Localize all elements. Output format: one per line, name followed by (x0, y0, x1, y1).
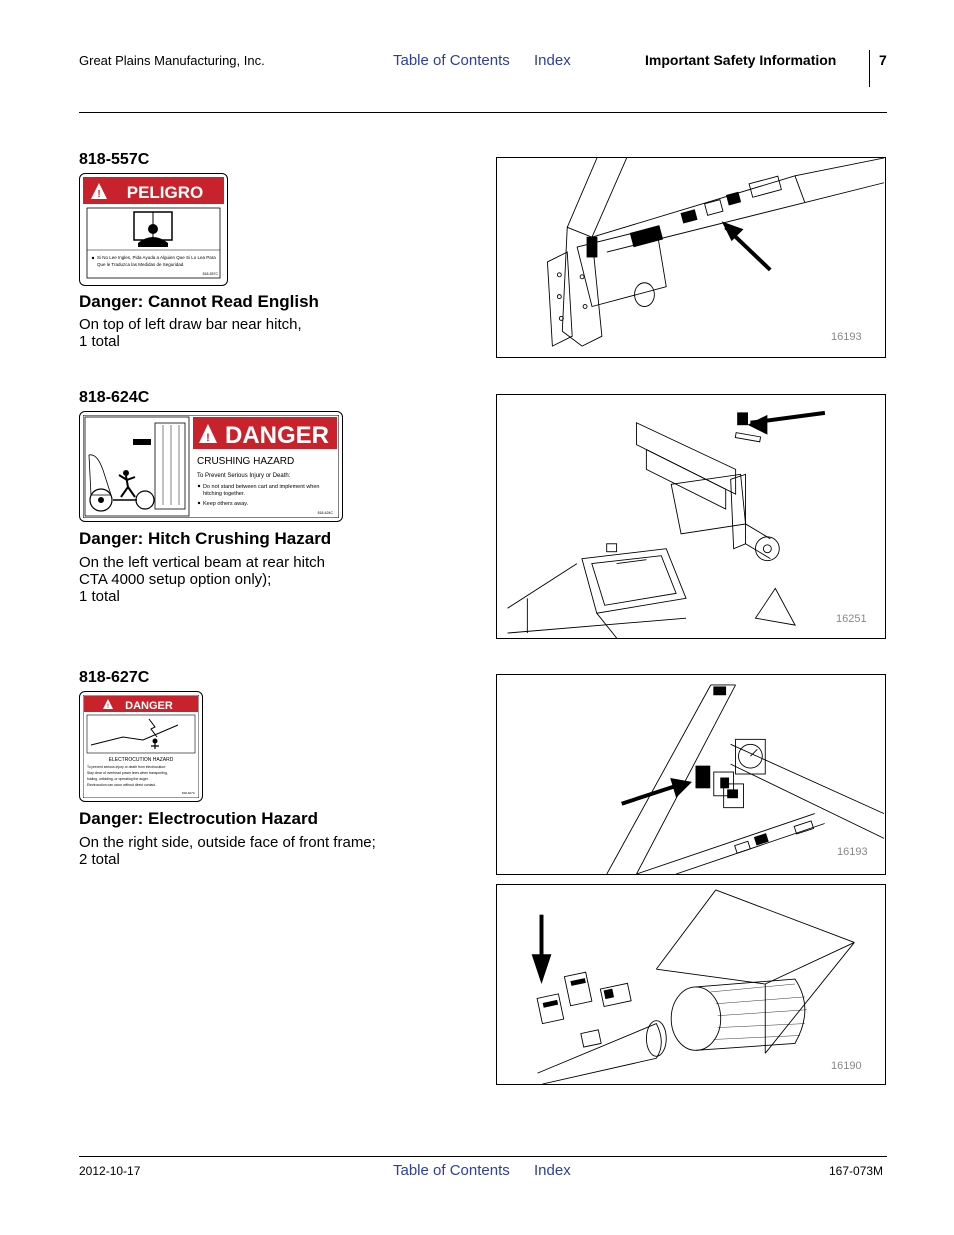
decal-1-image: ! PELIGRO Si No Lee Ingles, Pida Ayuda a… (79, 173, 228, 286)
decal-2-image: ! DANGER CRUSHING HAZARD To Prevent Seri… (79, 411, 343, 522)
decal-3-bullet-1: Stay clear of overhead power lines when … (87, 771, 168, 775)
decal-3-title: Danger: Electrocution Hazard (79, 809, 318, 828)
decal-3-part-number: 818-627C (79, 669, 150, 686)
decal-2-bullet-2: Keep others away. (203, 501, 249, 507)
footer-doc-number: 167-073M (829, 1164, 884, 1178)
footer-rule (79, 1156, 887, 1157)
header-rule (79, 112, 887, 113)
figure-3: 16193 (496, 674, 886, 875)
header-toc-link[interactable]: Table of Contents (393, 52, 510, 69)
decal-2-location: On the left vertical beam at rear hitch … (79, 554, 325, 605)
decal-3-bullet-2: folding, unfolding, or operating the aug… (87, 777, 149, 781)
decal-3-signal-word: DANGER (125, 700, 173, 712)
figure-4-number: 16190 (831, 1060, 862, 1072)
footer-index-link[interactable]: Index (534, 1162, 571, 1179)
decal-3-code: 818-627C (182, 791, 196, 795)
decal-3-line-1: To prevent serious injury or death from … (87, 765, 166, 769)
decal-2-bullet-1-cont: hitching together. (203, 491, 245, 497)
decal-3-location-line-2: 2 total (79, 851, 120, 868)
decal-2-location-line-3: 1 total (79, 588, 120, 605)
decal-2-location-line-1: On the left vertical beam at rear hitch (79, 554, 325, 571)
decal-2-code: 818-624C (318, 511, 334, 515)
decal-1-signal-word: PELIGRO (127, 183, 204, 202)
company-name: Great Plains Manufacturing, Inc. (79, 53, 265, 68)
page-number: 7 (879, 52, 887, 68)
footer-toc-link[interactable]: Table of Contents (393, 1162, 510, 1179)
decal-2-hazard: CRUSHING HAZARD (197, 456, 294, 467)
svg-text:!: ! (107, 704, 109, 710)
decal-2-part-number: 818-624C (79, 389, 150, 406)
svg-text:!: ! (97, 189, 100, 200)
header-divider (869, 50, 870, 87)
figure-2: 16251 (496, 394, 886, 639)
figure-2-number: 16251 (836, 613, 867, 625)
footer-date: 2012-10-17 (79, 1164, 141, 1178)
decal-1-part-number: 818-557C (79, 151, 150, 168)
decal-2-title: Danger: Hitch Crushing Hazard (79, 529, 332, 548)
figure-1-number: 16193 (831, 331, 862, 343)
header-index-link[interactable]: Index (534, 52, 571, 69)
decal-3-image: ! DANGER ELECTROCUTION HAZARD To prevent… (79, 691, 203, 802)
decal-1-bullet-cont: Que le Traduzca las Medidas de Seguridad… (97, 262, 185, 267)
decal-3-bullet-3: Electrocution can occur without direct c… (87, 783, 156, 787)
section-title: Important Safety Information (645, 52, 837, 68)
decal-2-bullet-1: Do not stand between cart and implement … (203, 484, 320, 490)
decal-1-location-line-2: 1 total (79, 333, 120, 350)
decal-3-location: On the right side, outside face of front… (79, 834, 376, 868)
decal-2-signal-word: DANGER (225, 422, 329, 449)
figure-4: 16190 (496, 884, 886, 1085)
figure-3-number: 16193 (837, 846, 868, 858)
decal-2-location-line-2: CTA 4000 setup option only); (79, 571, 272, 588)
decal-2-line-1: To Prevent Serious Injury or Death: (197, 473, 291, 479)
svg-text:!: ! (206, 432, 210, 444)
decal-1-location-line-1: On top of left draw bar near hitch, (79, 316, 302, 333)
decal-1-title: Danger: Cannot Read English (79, 292, 319, 311)
decal-1-bullet: Si No Lee Ingles, Pida Ayuda a Alguien Q… (97, 255, 216, 260)
decal-3-hazard: ELECTROCUTION HAZARD (109, 757, 174, 763)
decal-1-code: 818-557C (203, 272, 219, 276)
decal-1-location: On top of left draw bar near hitch, 1 to… (79, 316, 302, 350)
figure-1: 16193 (496, 157, 886, 358)
decal-3-location-line-1: On the right side, outside face of front… (79, 834, 376, 851)
